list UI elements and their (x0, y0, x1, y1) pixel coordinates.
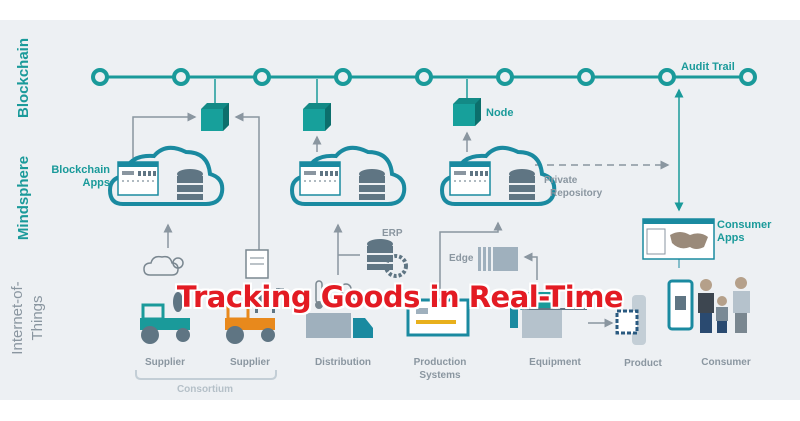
qr-code-bottle-icon (615, 295, 646, 345)
consumer-apps-label-1: Consumer (717, 219, 772, 231)
corn-icon (173, 292, 183, 312)
product-label: Product (624, 358, 662, 369)
block-node-icon (91, 68, 109, 86)
node-cube-icon (201, 103, 229, 131)
supplier-label: Supplier (145, 357, 185, 368)
production-label-1: Production (414, 357, 467, 368)
thermometer-icon (315, 280, 323, 309)
block-node-icon (253, 68, 271, 86)
block-node-icon (739, 68, 757, 86)
blockchain-apps-label-2: Apps (83, 177, 111, 189)
node-cube-icon (303, 103, 331, 131)
lane-iot-1: Internet-of- (9, 281, 26, 354)
consumer-apps-label-2: Apps (717, 232, 745, 244)
edge-label: Edge (449, 253, 474, 264)
consortium-label: Consortium (177, 384, 233, 395)
production-monitor-icon (406, 298, 470, 337)
overlay-title: Tracking Goods in Real-Time (176, 280, 624, 314)
consortium-bracket (135, 370, 277, 380)
edge-device-icon (478, 247, 518, 271)
map-pin-icon (330, 283, 362, 306)
contract-document-icon (245, 249, 269, 279)
weather-icon (143, 255, 184, 276)
production-label-2: Systems (419, 370, 461, 381)
equipment-label: Equipment (529, 357, 581, 368)
block-node-icon (172, 68, 190, 86)
block-node-icon (577, 68, 595, 86)
private-repo-label-2: Repository (550, 188, 603, 199)
audit-trail-label: Audit Trail (681, 61, 735, 73)
tractor-orange-icon (225, 303, 275, 344)
consumer-family-icon (698, 277, 750, 333)
blockchain-ledger (91, 68, 757, 103)
delivery-truck-icon (306, 313, 373, 338)
block-node-icon (415, 68, 433, 86)
lane-mindsphere: Mindsphere (15, 156, 32, 240)
block-node-icon (658, 68, 676, 86)
cow-icon (253, 288, 284, 313)
node-label: Node (486, 107, 514, 119)
lane-iot-2: Things (29, 295, 46, 340)
lane-blockchain: Blockchain (15, 38, 32, 118)
block-node-icon (496, 68, 514, 86)
erp-database-gear-icon (367, 239, 408, 278)
node-cube-icon (453, 98, 481, 126)
smartphone-icon (667, 279, 694, 331)
equipment-machine-icon (510, 292, 587, 338)
consumer-label: Consumer (701, 357, 751, 368)
blockchain-apps-label-1: Blockchain (51, 164, 110, 176)
block-node-icon (334, 68, 352, 86)
supplier-label-2: Supplier (230, 357, 270, 368)
consumer-apps-window-icon (642, 218, 715, 268)
distribution-label: Distribution (315, 357, 371, 368)
erp-label: ERP (382, 228, 403, 239)
private-repo-label-1: Private (544, 175, 578, 186)
tractor-teal-icon (140, 303, 190, 344)
